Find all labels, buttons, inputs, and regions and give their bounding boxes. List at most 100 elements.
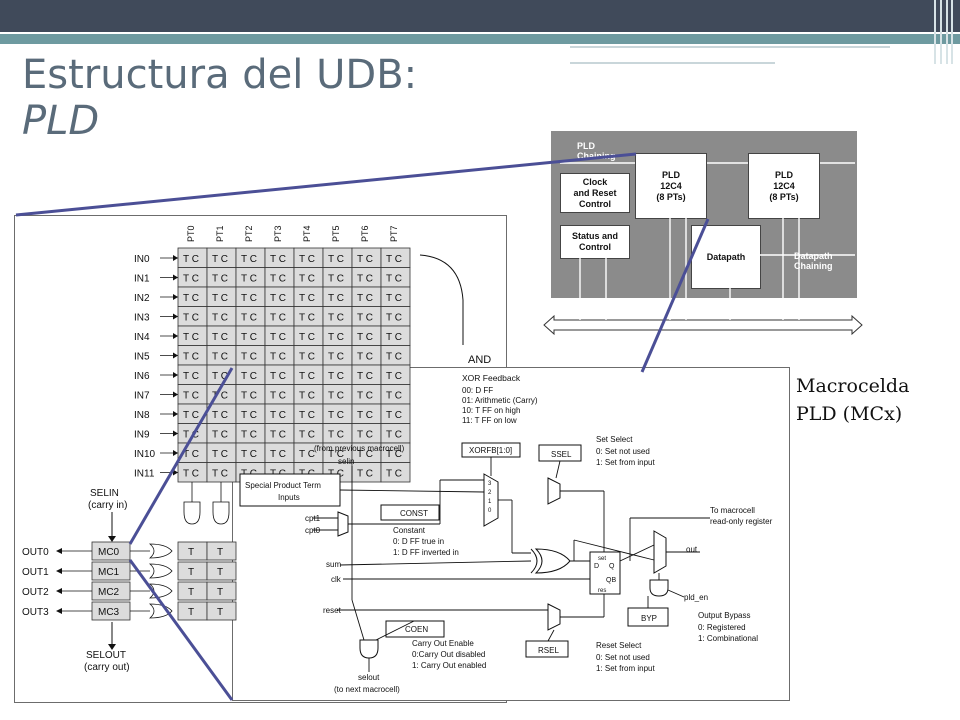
or-array-cell (206, 581, 237, 601)
to-macrocell-line-1: To macrocell (710, 506, 755, 515)
array-cell-text: T C (183, 254, 199, 265)
array-cell-text: T C (183, 371, 199, 382)
array-cell-text: T C (386, 352, 402, 363)
slide-title: Estructura del UDB: PLD (22, 52, 417, 144)
array-cell-text: T C (212, 371, 228, 382)
routing-channel: Routing Channel (543, 314, 863, 345)
macrocell-label: MC0 (98, 547, 120, 558)
svg-text:Q: Q (609, 563, 615, 570)
option-item: 1: Set from input (596, 458, 655, 467)
option-item: 0: Registered (698, 623, 746, 632)
input-row-label: IN7 (134, 391, 150, 402)
macrocell-label: MC1 (98, 567, 120, 578)
routing-channel-label: Routing Channel (668, 335, 736, 345)
array-cell-text: T C (183, 430, 199, 441)
input-row-label: IN9 (134, 430, 150, 441)
or-array-cell-text: T (188, 607, 194, 618)
svg-text:QB: QB (606, 577, 616, 584)
carry-out-label: (carry out) (84, 662, 130, 673)
title-line-2: PLD (22, 98, 100, 144)
array-cell-text: T C (328, 352, 344, 363)
option-item: 01: Arithmetic (Carry) (462, 396, 538, 405)
or-array-cell (206, 561, 237, 581)
input-row-label: IN6 (134, 371, 150, 382)
input-row-label: IN4 (134, 332, 150, 343)
array-cell-text: T C (386, 430, 402, 441)
array-cell-text: T C (212, 254, 228, 265)
spt-box (239, 473, 341, 507)
array-cell-text: T C (357, 313, 373, 324)
array-cell-text: T C (357, 391, 373, 402)
option-item: 00: D FF (462, 386, 493, 395)
xorfb-label: XORFB[1:0] (469, 446, 512, 455)
array-cell-text: T C (241, 449, 257, 460)
array-cell-text: T C (357, 254, 373, 265)
array-cell-text: T C (357, 410, 373, 421)
option-item: 1: D FF inverted in (393, 548, 459, 557)
array-cell-text: T C (299, 313, 315, 324)
array-cell-text: T C (270, 410, 286, 421)
array-cell-text: T C (212, 313, 228, 324)
array-cell-text: T C (183, 469, 199, 480)
array-cell-text: T C (212, 410, 228, 421)
svg-text:set: set (598, 556, 606, 562)
option-item: 1: Carry Out enabled (412, 661, 486, 670)
constant-title: Constant (393, 526, 426, 535)
input-row-label: IN0 (134, 254, 150, 265)
array-cell-text: T C (270, 352, 286, 363)
array-cell-text: T C (241, 332, 257, 343)
array-cell-text: T C (299, 449, 315, 460)
macrocell-label: MC2 (98, 587, 120, 598)
or-array-cell-text: T (188, 567, 194, 578)
sum-pin: sum (326, 560, 341, 569)
array-cell-text: T C (357, 430, 373, 441)
caption-line-1: Macrocelda (796, 375, 910, 397)
selout-pin: selout (358, 673, 380, 682)
input-row-label: IN3 (134, 313, 150, 324)
pt-column-label: PT3 (273, 225, 283, 242)
output-label: OUT0 (22, 547, 49, 558)
pld-en-pin: pld_en (684, 593, 708, 602)
or-array-cell-text: T (217, 567, 223, 578)
or-array-cell-text: T (188, 587, 194, 598)
datapath-block: Datapath (691, 225, 761, 289)
clk-pin: clk (331, 575, 342, 584)
svg-text:1: 1 (488, 499, 492, 505)
array-cell-text: T C (241, 313, 257, 324)
array-cell-text: T C (328, 449, 344, 460)
array-cell-text: T C (299, 254, 315, 265)
array-cell-text: T C (328, 371, 344, 382)
accent-bar (0, 34, 960, 44)
datapath-chaining-label: Datapath Chaining (794, 251, 833, 271)
array-cell-text: T C (183, 410, 199, 421)
array-cell (380, 462, 411, 483)
array-cell-text: T C (299, 293, 315, 304)
status-control-block: Status and Control (560, 225, 630, 259)
array-cell-text: T C (270, 293, 286, 304)
array-cell-text: T C (183, 352, 199, 363)
array-cell-text: T C (386, 274, 402, 285)
array-cell-text: T C (328, 293, 344, 304)
output-label: OUT2 (22, 587, 49, 598)
array-cell-text: T C (212, 430, 228, 441)
pld-block-a: PLD 12C4 (8 PTs) (635, 153, 707, 219)
array-cell-text: T C (386, 391, 402, 402)
array-cell-text: T C (357, 332, 373, 343)
ssel-label: SSEL (551, 450, 572, 459)
array-cell-text: T C (183, 449, 199, 460)
pld-block-b: PLD 12C4 (8 PTs) (748, 153, 820, 219)
clock-reset-block: Clock and Reset Control (560, 173, 630, 213)
pt-column-label: PT2 (244, 225, 254, 242)
cpt1-pin: cpt1 (305, 514, 321, 523)
array-cell-text: T C (212, 391, 228, 402)
title-line-1: Estructura del UDB: (22, 52, 418, 98)
array-cell-text: T C (183, 391, 199, 402)
option-item: 11: T FF on low (462, 416, 517, 425)
out-pin: out (686, 545, 698, 554)
output-label: OUT3 (22, 607, 49, 618)
array-cell-text: T C (241, 352, 257, 363)
